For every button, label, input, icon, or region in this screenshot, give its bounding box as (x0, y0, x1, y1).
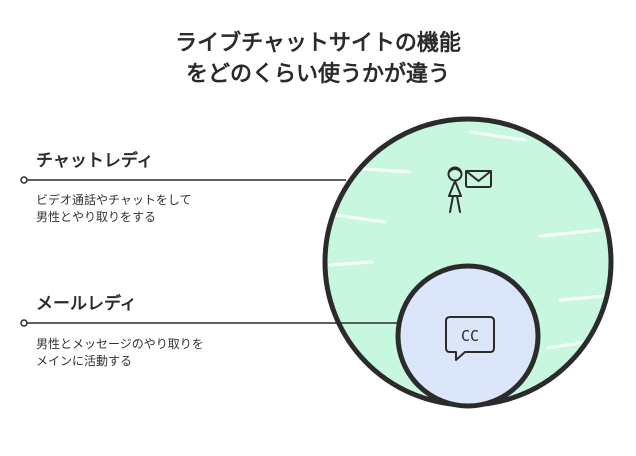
cc-icon-text: CC (461, 327, 479, 345)
inner-circle (395, 263, 541, 409)
outer-set-heading: チャットレディ (36, 151, 154, 171)
outer-set-description-line-2: 男性とやり取りをする (36, 210, 157, 224)
inner-connector (20, 319, 400, 327)
outer-set-description-line-1: ビデオ通話やチャットをして (36, 193, 192, 207)
inner-set-heading: メールレディ (36, 294, 137, 314)
person-with-envelope-icon (447, 166, 492, 213)
diagram-title: ライブチャットサイトの機能 をどのくらい使うかが違う (0, 28, 636, 90)
title-line-1: ライブチャットサイトの機能 (175, 31, 461, 56)
inner-set-description-line-1: 男性とメッセージのやり取りを (36, 337, 204, 351)
outer-set-description: ビデオ通話やチャットをして 男性とやり取りをする (36, 192, 192, 226)
title-line-2: をどのくらい使うかが違う (185, 62, 450, 87)
closed-caption-chat-icon: CC (445, 316, 495, 361)
inner-set-description-line-2: メインに活動する (36, 354, 133, 368)
inner-set-description: 男性とメッセージのやり取りを メインに活動する (36, 336, 204, 370)
outer-connector (20, 176, 346, 184)
